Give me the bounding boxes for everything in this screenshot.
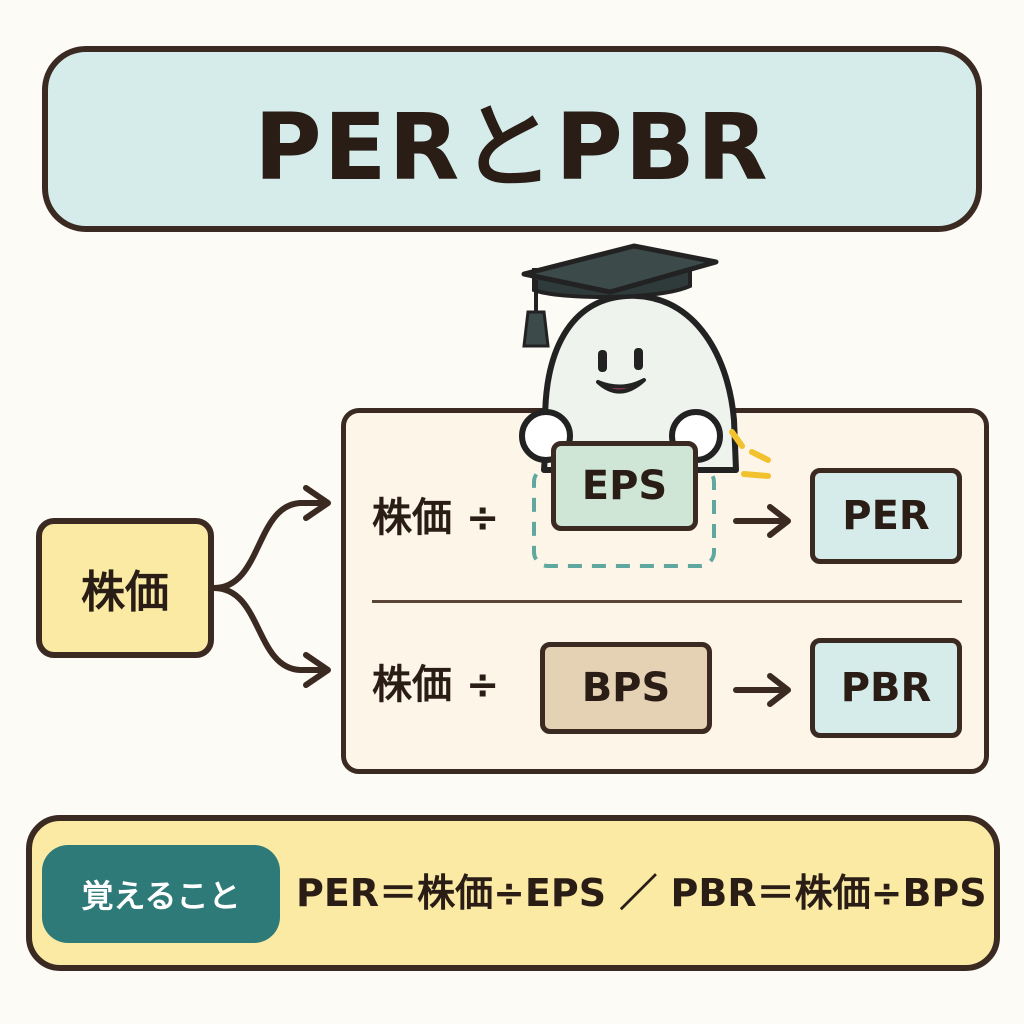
row-1-label: 株価 ÷ bbox=[372, 495, 500, 541]
graduation-cap-icon bbox=[521, 243, 719, 348]
title-banner: PERとPBR bbox=[42, 46, 982, 232]
per-result-box: PER bbox=[810, 468, 962, 564]
per-label: PER bbox=[842, 493, 930, 539]
summary-tag: 覚えること bbox=[42, 845, 280, 943]
row-2-label: 株価 ÷ bbox=[372, 662, 500, 708]
stock-price-box: 株価 bbox=[36, 518, 214, 658]
row-divider bbox=[372, 600, 962, 603]
pbr-result-box: PBR bbox=[810, 638, 962, 738]
eps-label: EPS bbox=[581, 463, 668, 509]
pbr-label: PBR bbox=[840, 665, 932, 711]
summary-formula: PER＝株価÷EPS ／ PBR＝株価÷BPS bbox=[296, 871, 987, 915]
bps-box: BPS bbox=[540, 642, 712, 734]
arrow-right-icon bbox=[733, 504, 791, 707]
sparkle-icon bbox=[729, 429, 771, 479]
page-title: PERとPBR bbox=[254, 93, 770, 201]
bps-label: BPS bbox=[581, 665, 671, 711]
stock-price-label: 株価 bbox=[81, 567, 169, 618]
eps-box: EPS bbox=[551, 441, 698, 531]
